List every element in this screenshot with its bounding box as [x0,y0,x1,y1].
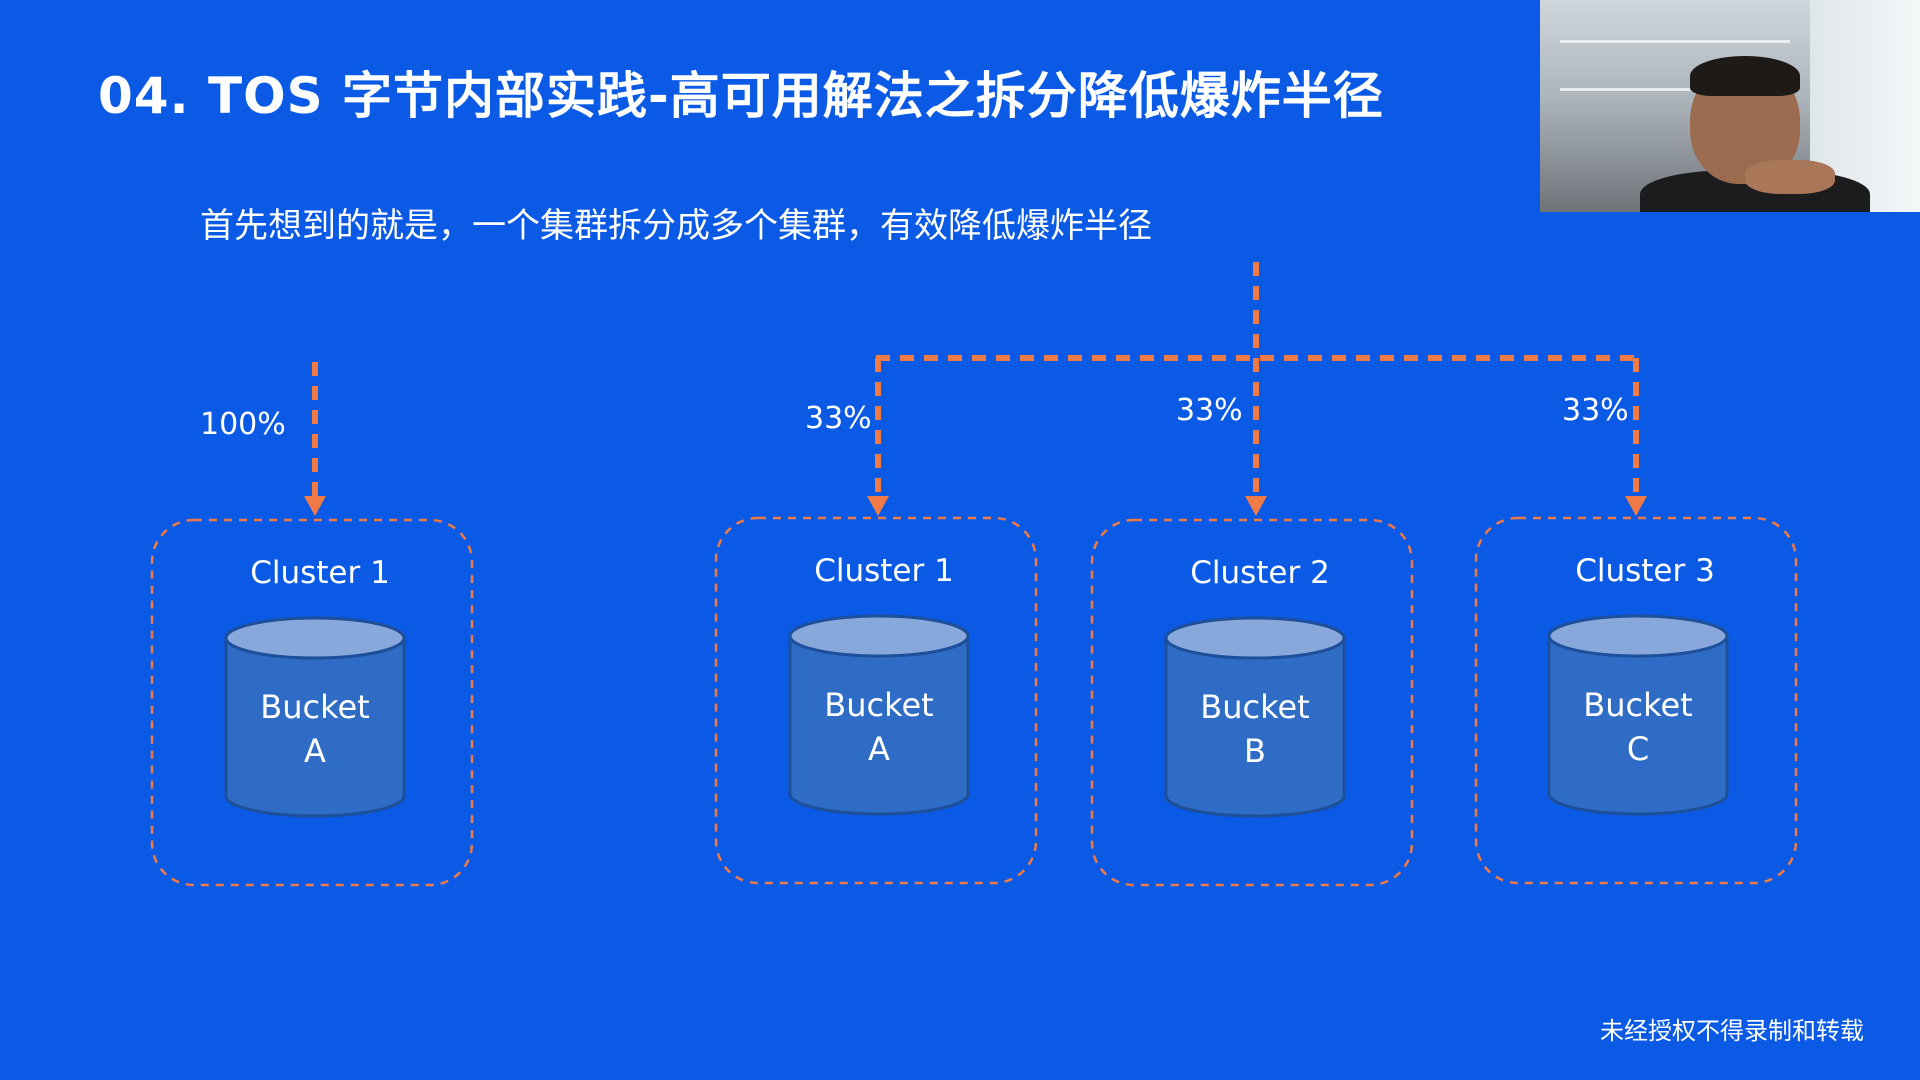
cluster-box-1 [714,516,1038,885]
bucket-top [788,614,970,658]
percent-label-cluster-2: 33% [1176,393,1243,428]
after-split-group: 33% 33% 33% Cluster 1 Bucket A Cluster 2… [714,262,1798,887]
arrowhead-single [304,496,326,516]
watermark-notice: 未经授权不得录制和转载 [1600,1017,1864,1045]
cluster-box-single [150,518,474,887]
bucket-body [788,634,970,816]
bucket-label-line2: A [304,732,326,770]
bucket-top [1547,614,1729,658]
bucket-body [1164,636,1346,818]
arrowhead-branch-1 [867,496,889,516]
bucket-label-line1: Bucket [1583,686,1692,724]
bucket-label-line1: Bucket [260,688,369,726]
bucket-body [1547,634,1729,816]
webcam-ceiling-light [1560,40,1790,43]
bucket-label-line1: Bucket [1200,688,1309,726]
bucket-cylinder-2: Bucket B [1164,616,1346,818]
cluster-label-1: Cluster 1 [814,553,954,589]
presenter-hair [1690,56,1800,96]
arrowhead-branch-2 [1245,496,1267,516]
bucket-top [224,616,406,660]
percent-label-single: 100% [200,407,286,442]
bucket-label-line1: Bucket [824,686,933,724]
cluster-box-2 [1090,518,1414,887]
cluster-label-single: Cluster 1 [250,555,390,591]
bucket-label-line2: C [1627,730,1649,768]
bucket-top [1164,616,1346,660]
bucket-label-line2: B [1244,732,1266,770]
percent-label-cluster-1: 33% [805,401,872,436]
arrowhead-branch-3 [1625,496,1647,516]
slide-subtitle: 首先想到的就是，一个集群拆分成多个集群，有效降低爆炸半径 [200,206,1152,246]
before-split-group: 100% Cluster 1 Bucket A [150,362,474,887]
presenter-hands [1745,160,1835,194]
bucket-label-line2: A [868,730,890,768]
webcam-ceiling-light [1560,88,1790,91]
presenter-webcam [1540,0,1920,212]
cluster-label-3: Cluster 3 [1575,553,1715,589]
bucket-cylinder-1: Bucket A [788,614,970,816]
bucket-cylinder-3: Bucket C [1547,614,1729,816]
cluster-box-3 [1474,516,1798,885]
bucket-body [224,636,406,818]
cluster-label-2: Cluster 2 [1190,555,1330,591]
slide-title: 04. TOS 字节内部实践-高可用解法之拆分降低爆炸半径 [98,67,1384,125]
percent-label-cluster-3: 33% [1562,393,1629,428]
bucket-cylinder-single: Bucket A [224,616,406,818]
